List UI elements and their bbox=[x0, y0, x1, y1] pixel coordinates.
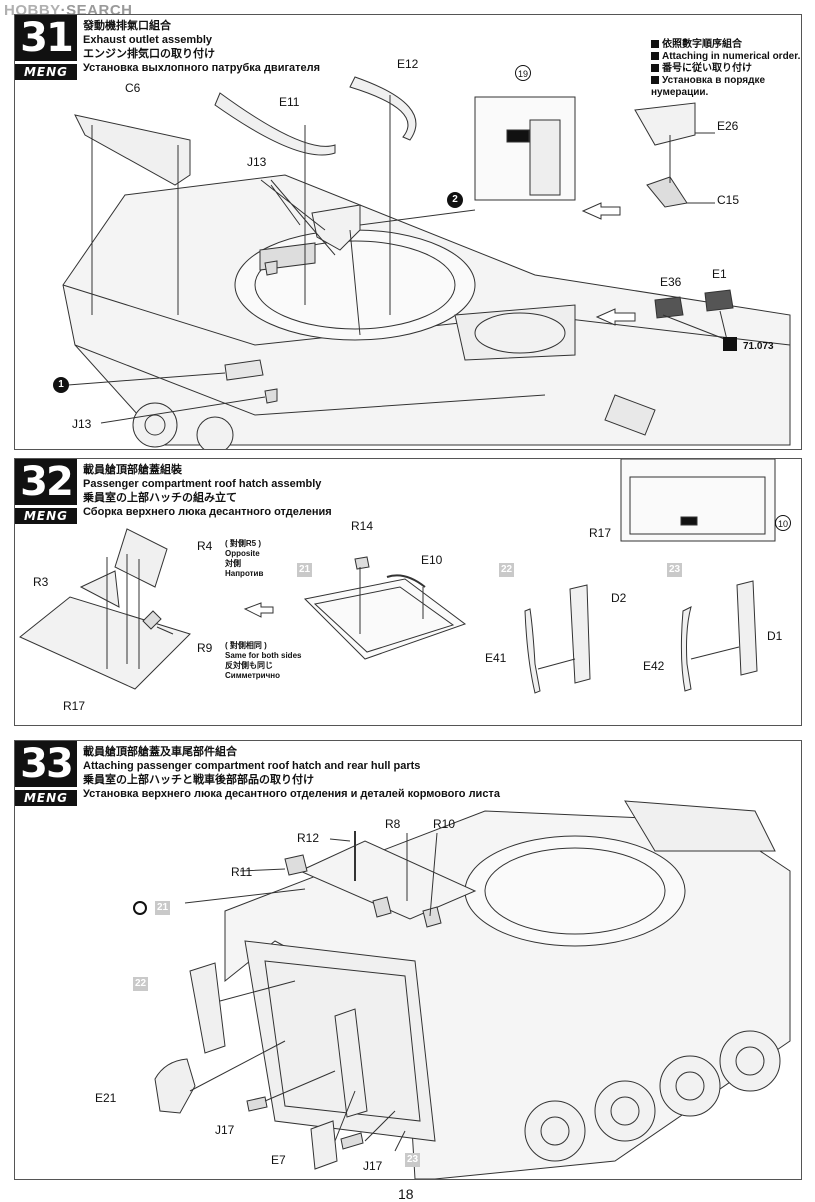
page-number: 18 bbox=[398, 1186, 414, 1202]
paint-brush-icon bbox=[723, 337, 737, 351]
part-label-e41: E41 bbox=[485, 651, 507, 665]
part-label-r17-inset: R17 bbox=[589, 526, 612, 540]
title-jp: エンジン排気口の取り付け bbox=[83, 48, 215, 60]
title-ru: Установка верхнего люка десантного отдел… bbox=[83, 788, 500, 800]
step-32-titles: 載員艙頂部艙蓋組裝 Passenger compartment roof hat… bbox=[83, 463, 332, 519]
callout-10: 10 bbox=[775, 515, 791, 531]
part-label-r10: R10 bbox=[433, 817, 456, 831]
part-label-r17: R17 bbox=[63, 699, 86, 713]
lang-icon bbox=[651, 76, 659, 84]
paint-code: 71.073 bbox=[743, 341, 774, 352]
step-32-panel: 32 MENG 載員艙頂部艙蓋組裝 Passenger compartment … bbox=[14, 458, 802, 726]
step-number: 32 bbox=[15, 459, 77, 505]
substep-23: 23 bbox=[405, 1153, 420, 1167]
step-32-badge: 32 MENG bbox=[15, 459, 77, 524]
no-glue-icon bbox=[133, 901, 147, 915]
step-number: 33 bbox=[15, 741, 77, 787]
title-en: Exhaust outlet assembly bbox=[83, 34, 212, 46]
step-33-titles: 載員艙頂部艙蓋及車尾部件組合 Attaching passenger compa… bbox=[83, 745, 500, 801]
part-label-j17: J17 bbox=[215, 1123, 235, 1137]
step-number: 31 bbox=[15, 15, 77, 61]
numerical-order-note: 依照數字順序組合 Attaching in numerical order. 番… bbox=[651, 39, 801, 98]
title-ru: Сборка верхнего люка десантного отделени… bbox=[83, 506, 332, 518]
part-label-e42: E42 bbox=[643, 659, 665, 673]
substep-21: 21 bbox=[297, 563, 312, 577]
part-label-e21: E21 bbox=[95, 1091, 117, 1105]
brand-logo: MENG bbox=[15, 789, 77, 806]
part-label-r3: R3 bbox=[33, 575, 49, 589]
title-cn: 載員艙頂部艙蓋及車尾部件組合 bbox=[83, 746, 237, 758]
lang-icon bbox=[651, 40, 659, 48]
r9-note: ( 對側相同 ) Same for both sides 反対側も同じ Симм… bbox=[225, 641, 302, 680]
step-33-badge: 33 MENG bbox=[15, 741, 77, 806]
part-label-c6: C6 bbox=[125, 81, 141, 95]
part-label-d2: D2 bbox=[611, 591, 627, 605]
step-31-panel: 31 MENG 發動機排氣口組合 Exhaust outlet assembly… bbox=[14, 14, 802, 450]
step-33-drawing bbox=[154, 800, 791, 1179]
lang-icon bbox=[651, 64, 659, 72]
callout-19: 19 bbox=[515, 65, 531, 81]
order-bullet-2: 2 bbox=[447, 192, 463, 208]
part-label-j13-lower: J13 bbox=[72, 417, 92, 431]
title-cn: 載員艙頂部艙蓋組裝 bbox=[83, 464, 182, 476]
step-31-drawing bbox=[62, 76, 791, 449]
step-31-badge: 31 MENG bbox=[15, 15, 77, 80]
lang-icon bbox=[651, 52, 659, 60]
substep-21: 21 bbox=[155, 901, 170, 915]
part-label-e12: E12 bbox=[397, 57, 419, 71]
step-31-titles: 發動機排氣口組合 Exhaust outlet assembly エンジン排気口… bbox=[83, 19, 320, 75]
part-label-e11: E11 bbox=[279, 95, 300, 109]
part-label-c15: C15 bbox=[717, 193, 740, 207]
part-label-r4: R4 bbox=[197, 539, 213, 553]
part-label-e1: E1 bbox=[712, 267, 727, 281]
part-label-e26: E26 bbox=[717, 119, 739, 133]
title-jp: 乗員室の上部ハッチと戦車後部部品の取り付け bbox=[83, 774, 314, 786]
order-bullet-1: 1 bbox=[53, 377, 69, 393]
part-label-e7: E7 bbox=[271, 1153, 286, 1167]
substep-23: 23 bbox=[667, 563, 682, 577]
title-cn: 發動機排氣口組合 bbox=[83, 20, 171, 32]
step-32-drawing bbox=[19, 459, 776, 694]
substep-22: 22 bbox=[133, 977, 148, 991]
title-ru: Установка выхлопного патрубка двигателя bbox=[83, 62, 321, 74]
r4-note: ( 對側R5 ) Opposite 対側 Напротив bbox=[225, 539, 264, 578]
part-label-r14: R14 bbox=[351, 519, 374, 533]
part-label-r12: R12 bbox=[297, 831, 320, 845]
step-33-panel: 33 MENG 載員艙頂部艙蓋及車尾部件組合 Attaching passeng… bbox=[14, 740, 802, 1180]
part-label-e10: E10 bbox=[421, 553, 443, 567]
title-en: Passenger compartment roof hatch assembl… bbox=[83, 478, 322, 490]
part-label-d1: D1 bbox=[767, 629, 783, 643]
brand-logo: MENG bbox=[15, 507, 77, 524]
brand-logo: MENG bbox=[15, 63, 77, 80]
part-label-j13: J13 bbox=[247, 155, 267, 169]
substep-22: 22 bbox=[499, 563, 514, 577]
title-en: Attaching passenger compartment roof hat… bbox=[83, 760, 421, 772]
part-label-r9: R9 bbox=[197, 641, 213, 655]
part-label-r11: R11 bbox=[231, 865, 253, 879]
part-label-j17-second: J17 bbox=[363, 1159, 383, 1173]
part-label-e36: E36 bbox=[660, 275, 682, 289]
part-label-r8: R8 bbox=[385, 817, 401, 831]
title-jp: 乗員室の上部ハッチの組み立て bbox=[83, 492, 237, 504]
